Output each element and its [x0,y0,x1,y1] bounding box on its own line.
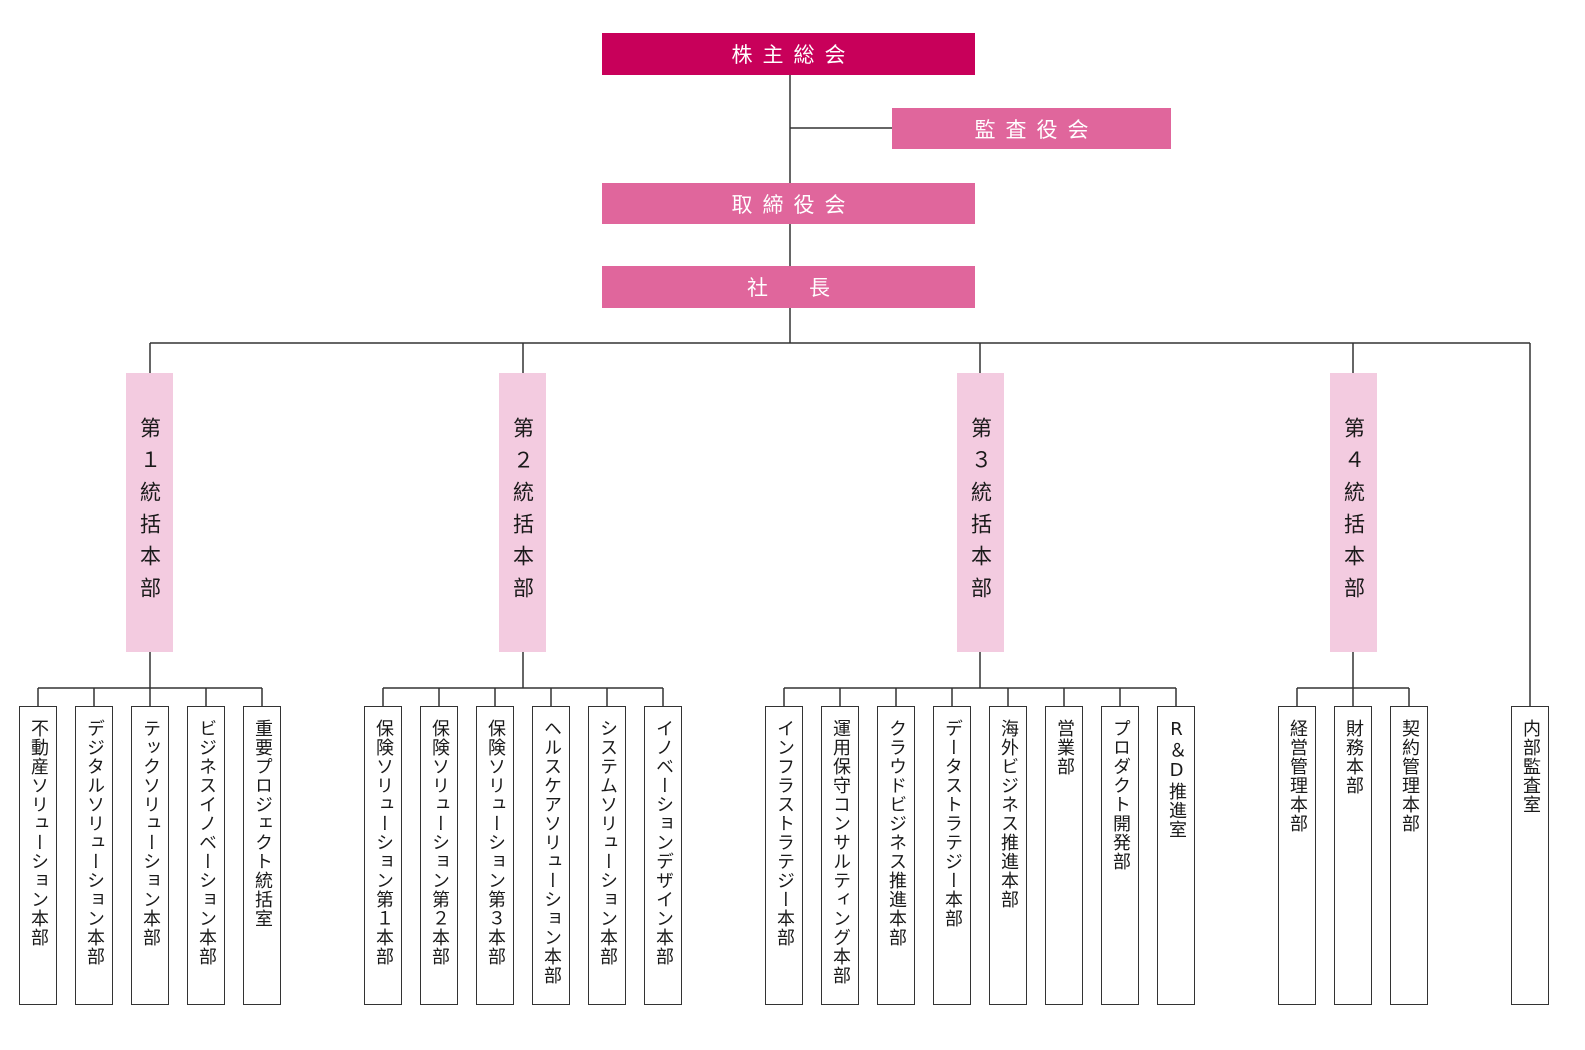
unit-label: ヘルスケアソリューション本部 [541,719,562,985]
board-of-directors-label: 取締役会 [731,192,856,217]
unit-box: 経営管理本部 [1278,706,1316,1005]
hq-4-box: 第４統括本部 [1330,373,1377,652]
unit-label: クラウドビジネス推進本部 [886,719,907,947]
unit-box: 海外ビジネス推進本部 [989,706,1027,1005]
unit-box: クラウドビジネス推進本部 [877,706,915,1005]
hq-2-label: 第２統括本部 [510,416,535,609]
hq-2-box: 第２統括本部 [499,373,546,652]
hq-1-label: 第１統括本部 [137,416,162,609]
unit-box: テックソリューション本部 [131,706,169,1005]
internal-audit-box: 内部監査室 [1511,706,1549,1005]
unit-label: ビジネスイノベーション本部 [196,719,217,966]
hq-3-label: 第３統括本部 [968,416,993,609]
internal-audit-label: 内部監査室 [1520,719,1541,814]
unit-label: 保険ソリューション第１本部 [373,719,394,966]
unit-label: 重要プロジェクト統括室 [252,719,273,928]
unit-box: 契約管理本部 [1390,706,1428,1005]
unit-label: R＆D推進室 [1166,719,1187,839]
unit-label: プロダクト開発部 [1110,719,1131,871]
unit-label: 経営管理本部 [1287,719,1308,833]
unit-label: 保険ソリューション第２本部 [429,719,450,966]
unit-box: 重要プロジェクト統括室 [243,706,281,1005]
unit-box: インフラストラテジー本部 [765,706,803,1005]
unit-box: 保険ソリューション第２本部 [420,706,458,1005]
unit-label: 営業部 [1054,719,1075,776]
shareholders-meeting-label: 株主総会 [731,43,856,67]
unit-box: 保険ソリューション第３本部 [476,706,514,1005]
unit-box: 財務本部 [1334,706,1372,1005]
unit-box: プロダクト開発部 [1101,706,1139,1005]
unit-box: ビジネスイノベーション本部 [187,706,225,1005]
board-of-directors-box: 取締役会 [602,183,975,224]
hq-1-box: 第１統括本部 [126,373,173,652]
unit-box: ヘルスケアソリューション本部 [532,706,570,1005]
hq-4-label: 第４統括本部 [1341,416,1366,609]
president-box: 社 長 [602,266,975,308]
unit-box: 不動産ソリューション本部 [19,706,57,1005]
unit-box: 運用保守コンサルティング本部 [821,706,859,1005]
unit-label: 海外ビジネス推進本部 [998,719,1019,909]
unit-box: 保険ソリューション第１本部 [364,706,402,1005]
unit-label: 不動産ソリューション本部 [28,719,49,947]
unit-label: 保険ソリューション第３本部 [485,719,506,966]
unit-label: 契約管理本部 [1399,719,1420,833]
unit-box: デジタルソリューション本部 [75,706,113,1005]
unit-label: システムソリューション本部 [597,719,618,966]
hq-3-box: 第３統括本部 [957,373,1004,652]
president-label: 社 長 [747,276,840,300]
unit-label: 財務本部 [1343,719,1364,795]
unit-box: R＆D推進室 [1157,706,1195,1005]
unit-box: データストラテジー本部 [933,706,971,1005]
audit-board-label: 監査役会 [974,117,1099,142]
unit-label: テックソリューション本部 [140,719,161,947]
unit-label: 運用保守コンサルティング本部 [830,719,851,985]
unit-box: システムソリューション本部 [588,706,626,1005]
unit-box: イノベーションデザイン本部 [644,706,682,1005]
unit-label: インフラストラテジー本部 [774,719,795,947]
unit-label: イノベーションデザイン本部 [653,719,674,966]
unit-label: データストラテジー本部 [942,719,963,928]
unit-box: 営業部 [1045,706,1083,1005]
unit-label: デジタルソリューション本部 [84,719,105,966]
shareholders-meeting-box: 株主総会 [602,33,975,75]
audit-board-box: 監査役会 [892,108,1171,149]
